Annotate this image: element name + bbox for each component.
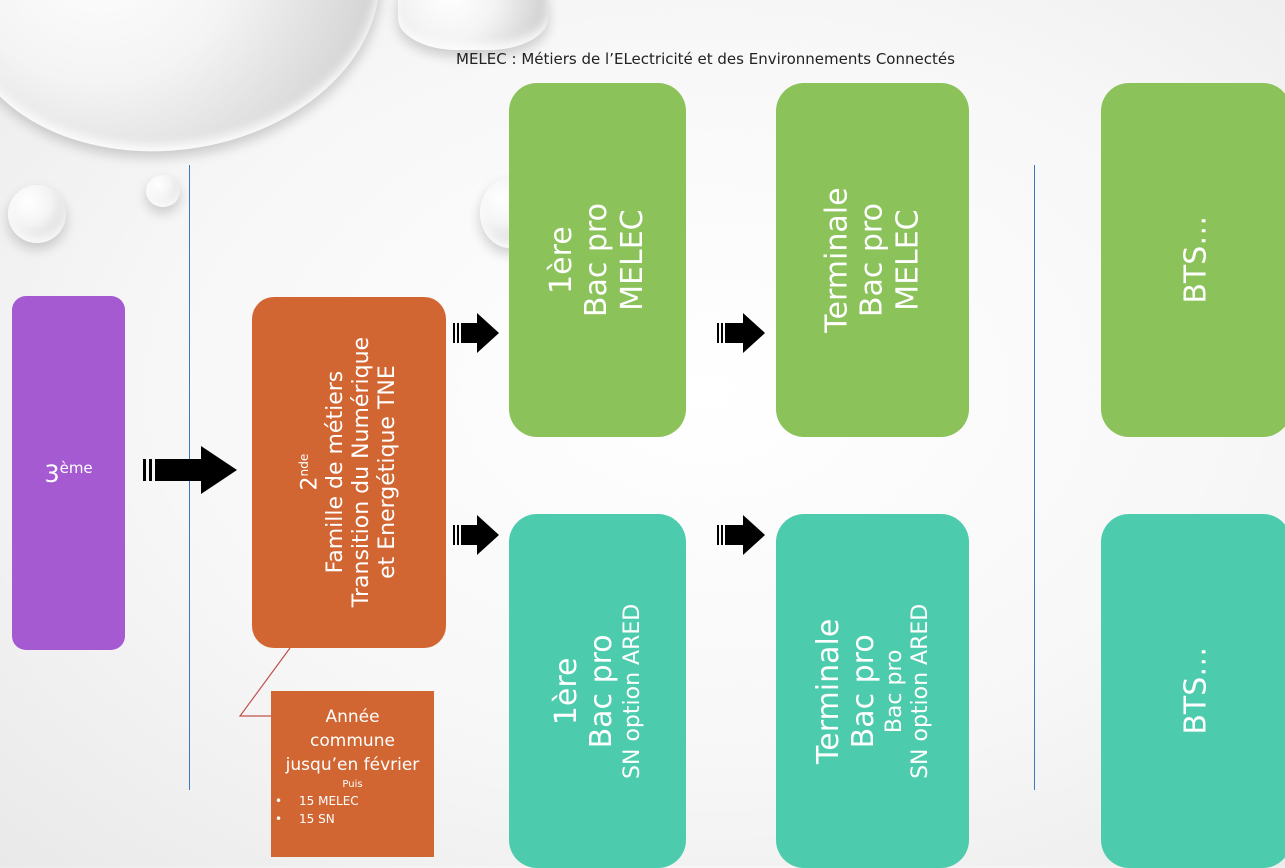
- bts-top-label: BTS…: [1178, 216, 1214, 304]
- box-terminale-sn: Terminale Bac pro Bac pro SN option ARED: [776, 514, 969, 868]
- page-title: MELEC : Métiers de l’ELectricité et des …: [456, 50, 955, 68]
- decorative-drop-small: [146, 175, 180, 207]
- box-terminale-melec: Terminale Bac pro MELEC: [776, 83, 969, 437]
- decorative-drop-small-left: [8, 185, 66, 243]
- arrow-icon-3eme-to-2nde: [143, 446, 237, 494]
- arrow-icon-2nde-to-premiere-melec: [453, 313, 499, 353]
- decorative-drop-top: [398, 0, 548, 50]
- premiere-sn-text: 1ère Bac pro SN option ARED: [549, 603, 645, 779]
- box-troisieme: 3ème: [12, 296, 125, 650]
- box-premiere-melec: 1ère Bac pro MELEC: [509, 83, 686, 437]
- note-list-item: 15 MELEC: [275, 792, 434, 810]
- seconde-text: 2nde Famille de métiers Transition du Nu…: [296, 337, 401, 608]
- note-line-2: commune: [310, 731, 395, 751]
- note-line-4: Puis: [342, 779, 363, 790]
- note-list: 15 MELEC 15 SN: [271, 792, 434, 828]
- note-line-3: jusqu’en février: [285, 755, 420, 775]
- terminale-sn-text: Terminale Bac pro Bac pro SN option ARED: [811, 603, 933, 779]
- note-line-1: Année: [325, 707, 380, 727]
- bts-bottom-label: BTS…: [1178, 647, 1214, 735]
- arrow-icon-premiere-to-terminale-melec: [717, 313, 765, 353]
- box-premiere-sn: 1ère Bac pro SN option ARED: [509, 514, 686, 868]
- premiere-melec-text: 1ère Bac pro MELEC: [544, 202, 651, 318]
- box-seconde: 2nde Famille de métiers Transition du Nu…: [252, 297, 446, 648]
- separator-line-right: [1034, 165, 1035, 790]
- arrow-icon-premiere-to-terminale-sn: [717, 515, 765, 555]
- note-list-item: 15 SN: [275, 810, 434, 828]
- note-callout: Année commune jusqu’en février Puis 15 M…: [271, 691, 434, 857]
- terminale-melec-text: Terminale Bac pro MELEC: [819, 187, 926, 333]
- box-bts-top: BTS…: [1101, 83, 1285, 437]
- callout-connector: [238, 647, 291, 717]
- box-bts-bottom: BTS…: [1101, 514, 1285, 868]
- decorative-drop-large: [0, 0, 400, 178]
- arrow-icon-2nde-to-premiere-sn: [453, 515, 499, 555]
- troisieme-label: 3ème: [44, 458, 93, 488]
